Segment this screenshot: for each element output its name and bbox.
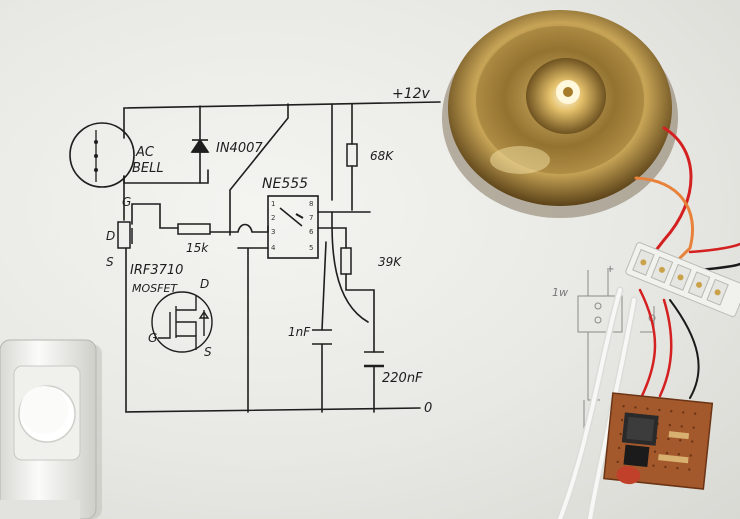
gate-label: G	[148, 331, 157, 345]
capacitor-1nf	[312, 329, 332, 345]
ic-pin-6: 6	[309, 228, 314, 236]
sketch-plus-label: +	[606, 264, 614, 275]
diode-symbol	[190, 138, 210, 153]
resistor-39k-label: 39K	[378, 255, 402, 269]
sketch-1w-label: 1w	[552, 286, 568, 299]
bell-label-line1: AC	[135, 145, 155, 160]
mosfet-detail-symbol	[151, 291, 213, 353]
ne555-ic: 1 2 3 4 8 7 6 5	[267, 195, 319, 259]
schematic-wires	[123, 101, 441, 413]
ic-pin-1: 1	[271, 200, 275, 208]
capacitor-1nf-label: 1nF	[288, 325, 311, 339]
resistor-68k-label: 68K	[370, 149, 394, 163]
stripboard-pcb	[603, 392, 714, 490]
ic-pin-5: 5	[309, 244, 313, 252]
bell-label-line2: BELL	[132, 161, 164, 176]
resistor-15k	[177, 223, 211, 235]
ac-bell-symbol: AC BELL	[69, 122, 164, 188]
mosfet-label: IRF3710	[130, 263, 183, 278]
ground-label: 0	[424, 401, 432, 416]
gate-label-mini: G	[122, 195, 131, 209]
ic-pin-3: 3	[271, 228, 275, 236]
brass-bell	[442, 10, 678, 218]
terminal-block	[625, 242, 740, 318]
mosfet-mini-symbol	[117, 221, 133, 249]
ic-label: NE555	[262, 176, 308, 192]
mosfet-type-label: MOSFET	[132, 282, 178, 295]
diode-label: IN4007	[216, 141, 263, 156]
resistor-39k	[340, 247, 352, 275]
doorbell-button	[0, 339, 102, 519]
ic-pin-4: 4	[271, 244, 276, 252]
bell-wires	[556, 126, 740, 519]
ic-pin-8: 8	[309, 200, 313, 208]
resistor-15k-label: 15k	[186, 241, 209, 255]
drain-label-mini: D	[106, 229, 115, 243]
capacitor-220nf-label: 220nF	[382, 371, 423, 386]
resistor-68k	[346, 143, 358, 167]
drain-label: D	[200, 277, 209, 291]
supply-label: +12v	[392, 86, 431, 102]
capacitor-220nf	[364, 351, 384, 368]
source-label: S	[204, 345, 212, 359]
ic-pin-2: 2	[271, 214, 275, 222]
source-label-mini: S	[106, 255, 114, 269]
ic-pin-7: 7	[309, 214, 313, 222]
